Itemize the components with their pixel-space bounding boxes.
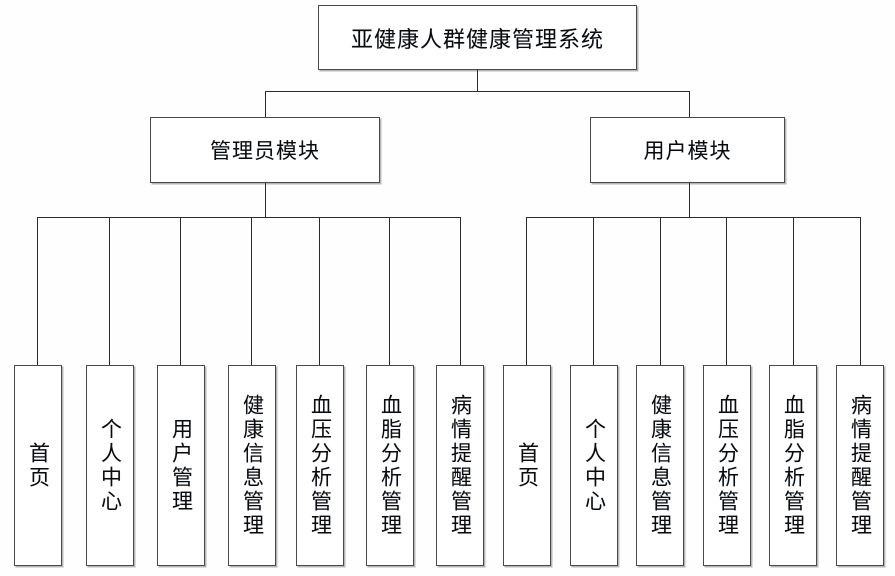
node-root-system[interactable]: 亚健康人群健康管理系统 <box>318 5 637 70</box>
leaf-user-condition-reminder[interactable]: 病情提醒管理 <box>836 365 884 566</box>
connector-admin-leaf-5 <box>389 217 390 365</box>
leaf-admin-blood-lipid-analysis-label: 血脂分析管理 <box>378 393 402 538</box>
connector-admin-leaf-1 <box>109 217 110 365</box>
leaf-admin-health-info-management-label: 健康信息管理 <box>240 393 264 538</box>
connector-user-leaf-4 <box>793 217 794 365</box>
leaf-user-blood-lipid-analysis-label: 血脂分析管理 <box>781 393 805 538</box>
connector-to-admin-module <box>265 91 266 117</box>
leaf-admin-blood-pressure-analysis[interactable]: 血压分析管理 <box>296 365 344 566</box>
connector-to-user-module <box>689 91 690 117</box>
leaf-user-home[interactable]: 首页 <box>503 365 551 566</box>
connector-admin-stem <box>265 183 266 217</box>
node-admin-module-label: 管理员模块 <box>210 140 320 163</box>
connector-user-stem <box>689 183 690 217</box>
leaf-admin-condition-reminder[interactable]: 病情提醒管理 <box>436 365 484 566</box>
leaf-user-health-info-management-label: 健康信息管理 <box>648 393 672 538</box>
leaf-admin-personal-center[interactable]: 个人中心 <box>86 365 134 566</box>
leaf-admin-condition-reminder-label: 病情提醒管理 <box>448 393 472 538</box>
node-admin-module[interactable]: 管理员模块 <box>150 117 380 183</box>
connector-user-leaf-0 <box>526 217 527 365</box>
node-user-module[interactable]: 用户模块 <box>590 117 785 183</box>
leaf-user-condition-reminder-label: 病情提醒管理 <box>848 393 872 538</box>
connector-admin-leaf-4 <box>319 217 320 365</box>
leaf-admin-home[interactable]: 首页 <box>14 365 62 566</box>
leaf-user-personal-center[interactable]: 个人中心 <box>570 365 618 566</box>
leaf-admin-user-management[interactable]: 用户管理 <box>157 365 205 566</box>
connector-user-bus <box>526 217 860 218</box>
connector-user-leaf-3 <box>726 217 727 365</box>
node-user-module-label: 用户模块 <box>643 140 732 163</box>
connector-admin-leaf-3 <box>251 217 252 365</box>
connector-admin-leaf-2 <box>180 217 181 365</box>
connector-level1-bus <box>265 91 690 92</box>
leaf-user-blood-pressure-analysis-label: 血压分析管理 <box>715 393 739 538</box>
connector-user-leaf-2 <box>660 217 661 365</box>
leaf-user-blood-lipid-analysis[interactable]: 血脂分析管理 <box>769 365 817 566</box>
leaf-admin-health-info-management[interactable]: 健康信息管理 <box>228 365 276 566</box>
leaf-admin-blood-pressure-analysis-label: 血压分析管理 <box>308 393 332 538</box>
connector-user-leaf-5 <box>860 217 861 365</box>
leaf-user-home-label: 首页 <box>515 441 539 490</box>
leaf-user-health-info-management[interactable]: 健康信息管理 <box>636 365 684 566</box>
leaf-user-blood-pressure-analysis[interactable]: 血压分析管理 <box>703 365 751 566</box>
leaf-admin-user-management-label: 用户管理 <box>169 417 193 514</box>
leaf-admin-blood-lipid-analysis[interactable]: 血脂分析管理 <box>366 365 414 566</box>
connector-root-stem <box>477 70 478 91</box>
connector-admin-leaf-0 <box>37 217 38 365</box>
leaf-admin-personal-center-label: 个人中心 <box>98 417 122 514</box>
connector-admin-leaf-6 <box>460 217 461 365</box>
node-root-label: 亚健康人群健康管理系统 <box>350 26 604 52</box>
leaf-admin-home-label: 首页 <box>26 441 50 490</box>
connector-admin-bus <box>37 217 460 218</box>
connector-user-leaf-1 <box>593 217 594 365</box>
leaf-user-personal-center-label: 个人中心 <box>582 417 606 514</box>
